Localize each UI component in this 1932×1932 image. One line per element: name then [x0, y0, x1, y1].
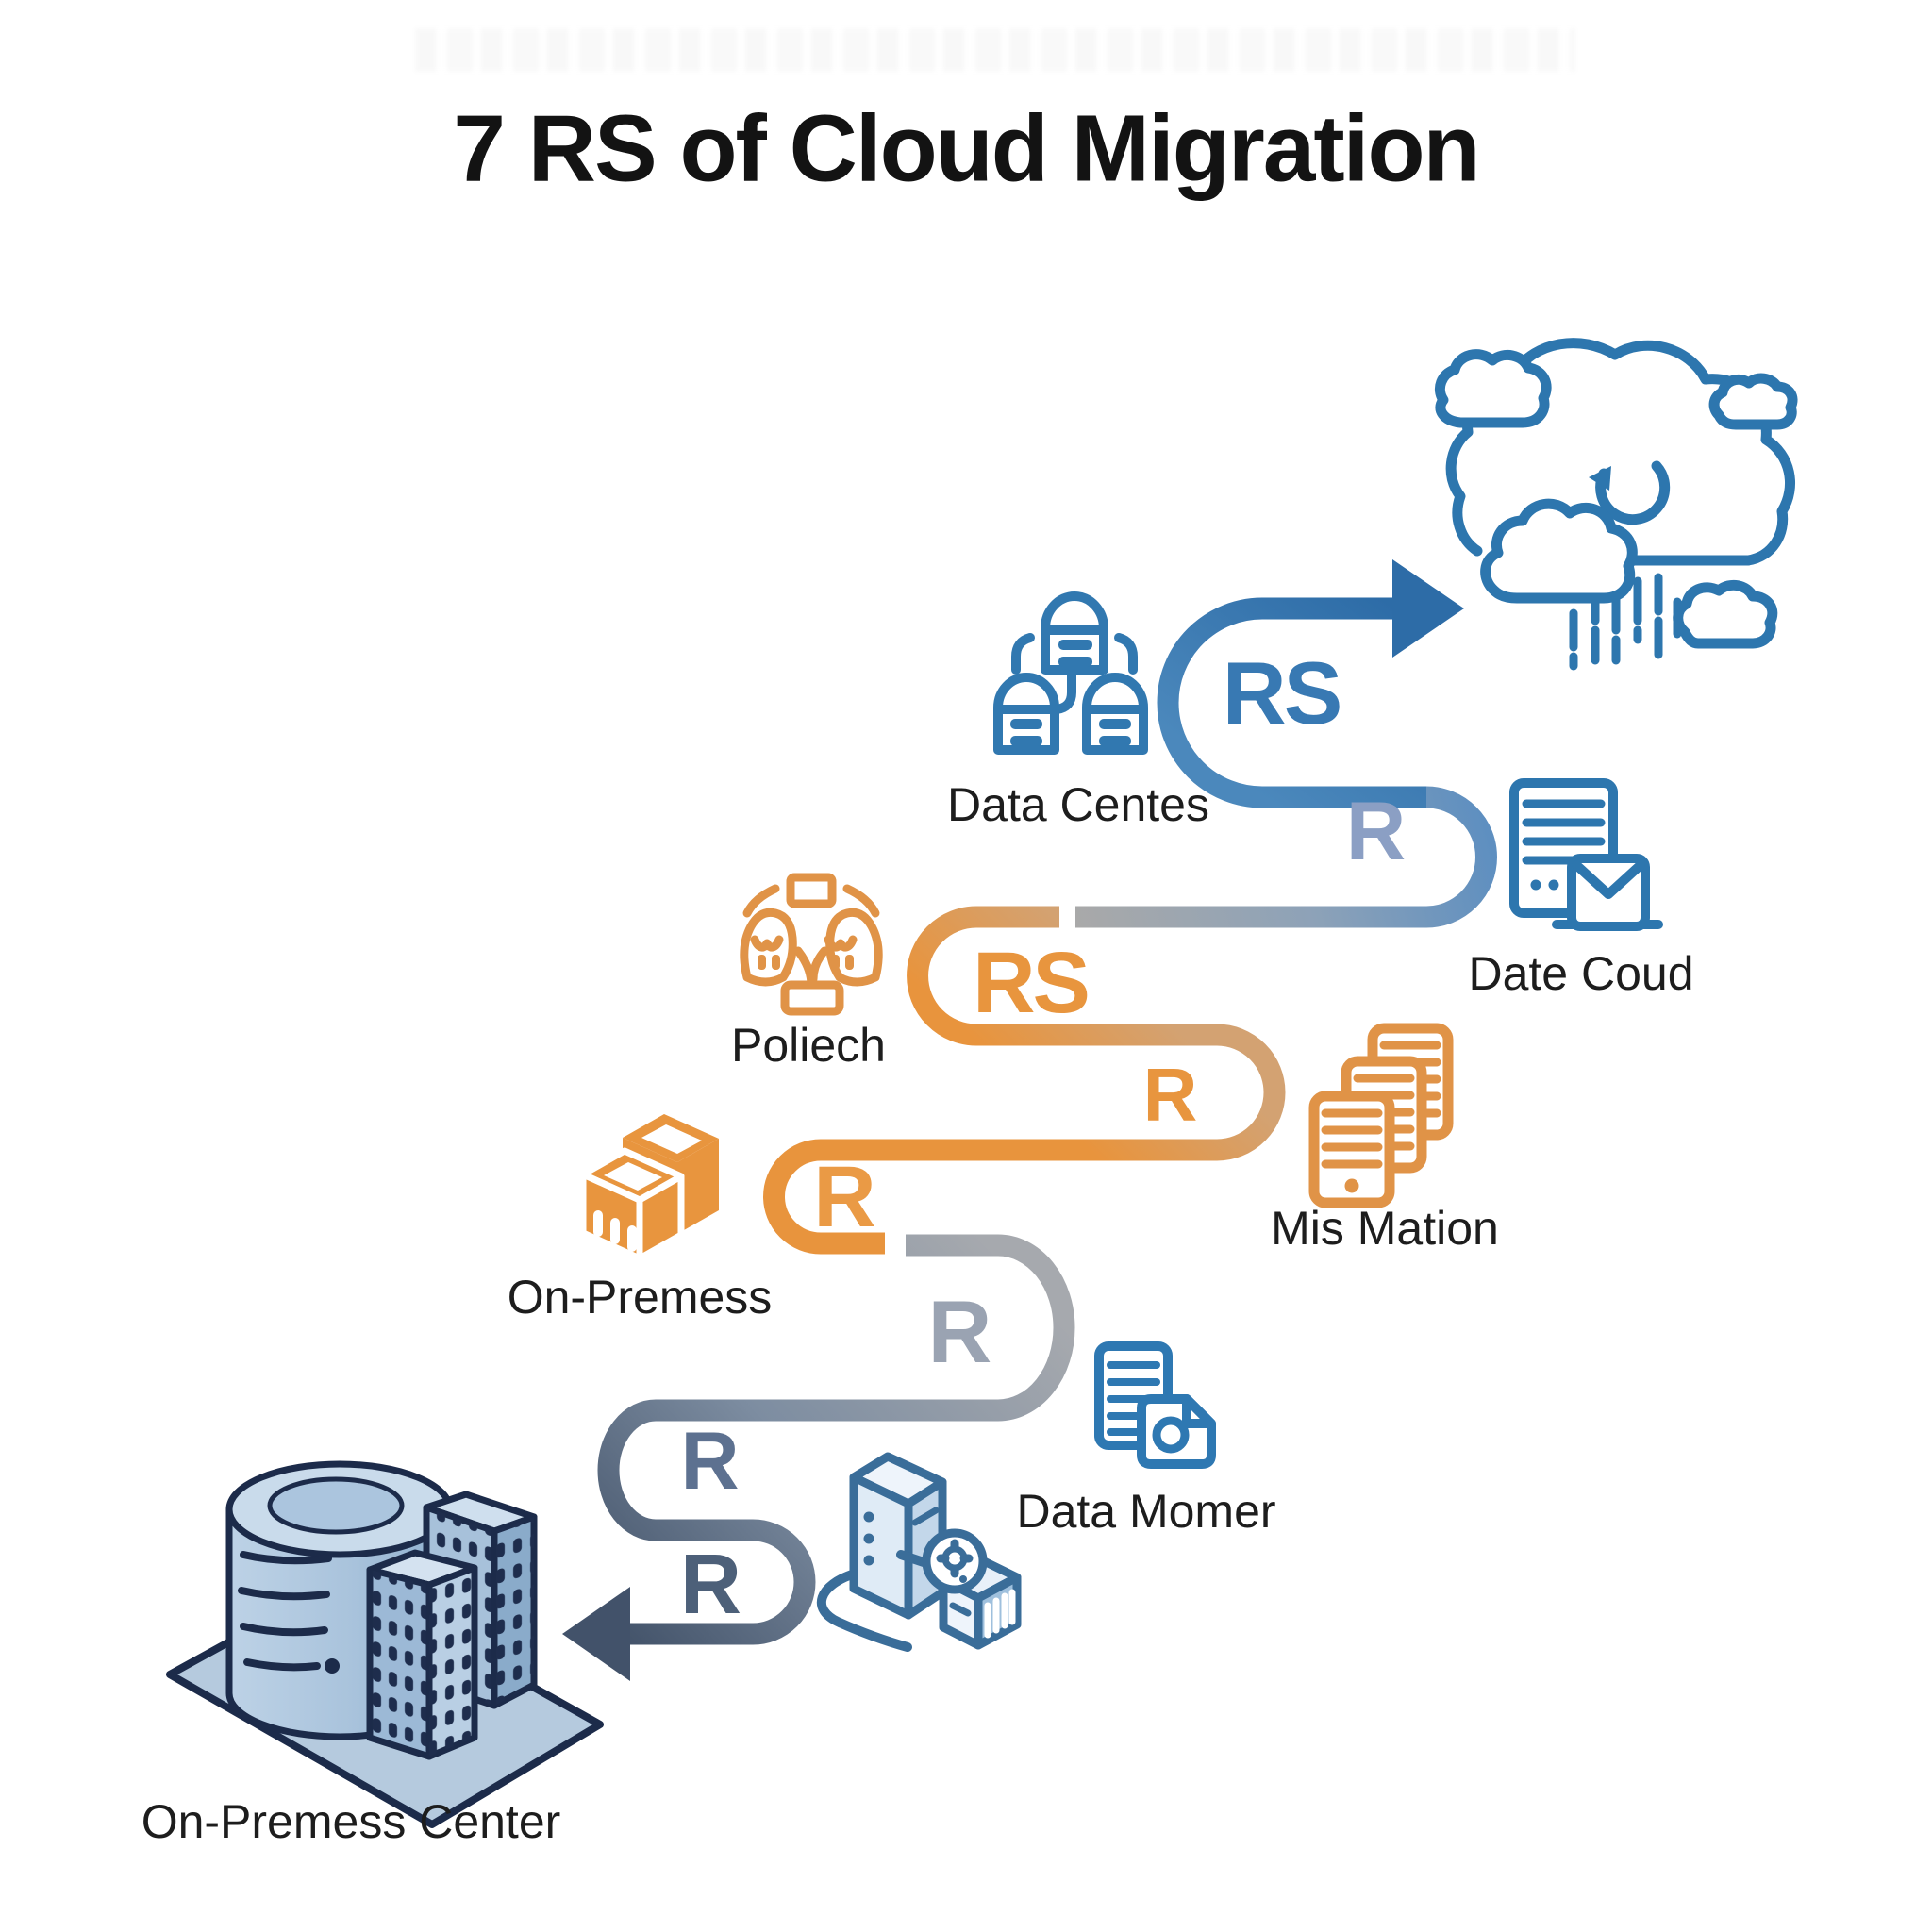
team-policy-icon — [740, 873, 883, 1016]
label-on-premess: On-Premess — [507, 1271, 773, 1324]
path-letter-r-orange-right: R — [1142, 1053, 1198, 1137]
server-mail-icon — [1509, 778, 1663, 931]
path-letter-r-bluegray: R — [1345, 784, 1407, 877]
refresh-arrow-icon — [1595, 460, 1671, 525]
label-data-momer: Data Momer — [1016, 1485, 1276, 1538]
server-search-icon — [817, 1452, 1022, 1652]
documents-stack-icon — [1308, 1023, 1454, 1208]
migration-path — [562, 559, 1497, 1681]
page-title: 7 RS of Cloud Migration — [453, 95, 1480, 202]
path-letter-r-slate-lower: R — [680, 1538, 741, 1632]
document-image-icon — [1094, 1341, 1216, 1469]
arrow-to-cloud-icon — [1392, 559, 1464, 658]
label-mis-mation: Mis Mation — [1271, 1202, 1499, 1255]
path-segment-blue-gray — [1075, 786, 1497, 928]
faint-ghost-text — [415, 28, 1575, 72]
storage-boxes-icon — [579, 1114, 719, 1262]
label-date-cloud: Date Coud — [1468, 947, 1694, 1000]
path-letter-r-slate-upper: R — [680, 1416, 739, 1507]
label-poliech: Poliech — [731, 1019, 886, 1072]
path-segment-orange — [763, 906, 1286, 1255]
path-letter-rs-orange: RS — [973, 935, 1091, 1031]
path-letter-r-gray: R — [927, 1282, 992, 1381]
arrow-to-onprem-icon — [562, 1587, 630, 1681]
path-segment-gray-slate — [597, 1234, 1075, 1645]
label-data-centers: Data Centes — [947, 778, 1209, 831]
server-cluster-icon — [993, 591, 1148, 755]
path-letter-rs-blue: RS — [1222, 643, 1343, 742]
cloud-refresh-icon — [1435, 338, 1798, 671]
path-segment-blue — [1157, 597, 1426, 808]
datacenter-building-icon — [166, 1460, 604, 1828]
cylinder-grooves — [238, 1551, 332, 1672]
label-on-premess-center: On-Premess Center — [141, 1795, 561, 1848]
path-letter-r-orange-left: R — [813, 1149, 875, 1245]
